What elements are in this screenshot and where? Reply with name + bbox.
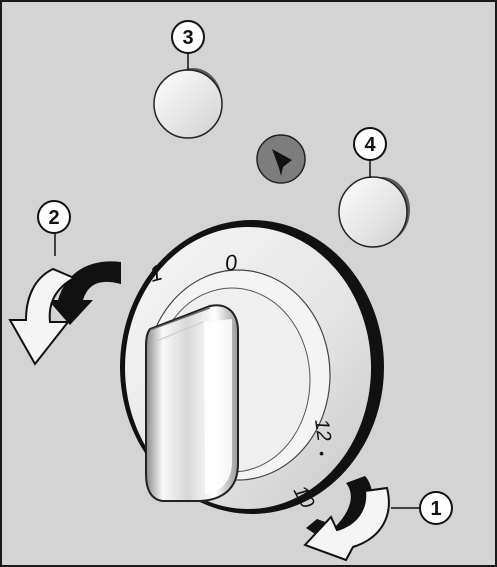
dial-label-0: 0: [223, 249, 239, 276]
control-knob-dial: 1 0 12 • 10: [120, 220, 384, 514]
lamp-3: [153, 68, 223, 139]
callout-3-label: 3: [182, 27, 193, 49]
callout-4: 4: [353, 127, 387, 161]
callout-2-label: 2: [48, 207, 59, 229]
dial-label-12: 12: [310, 418, 335, 443]
callout-2: 2: [37, 200, 71, 234]
dial-dot: •: [319, 445, 324, 461]
callout-1: 1: [419, 491, 453, 525]
bell-indicator-icon: [256, 134, 306, 184]
lamp-4: [338, 176, 410, 248]
turn-left-arrow-2: [8, 261, 121, 366]
callout-3: 3: [171, 20, 205, 54]
callout-4-label: 4: [364, 134, 376, 156]
turn-left-arrow-1: [303, 476, 390, 562]
callout-1-label: 1: [430, 498, 441, 520]
